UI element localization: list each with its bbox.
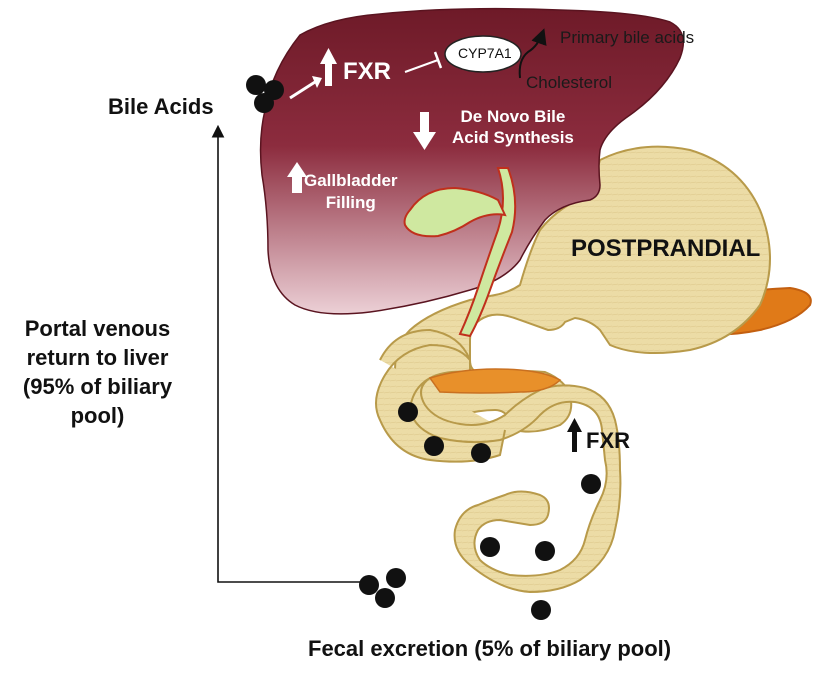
cholesterol-label: Cholesterol — [526, 73, 612, 92]
fxr-liver-label: FXR — [343, 58, 391, 85]
intestinal-particles — [398, 402, 601, 620]
portal-line-2: return to liver — [26, 345, 169, 370]
fxr-intestine-up-arrow-icon — [567, 418, 582, 452]
cholesterol-conversion-arrow — [518, 28, 547, 79]
gallbladder-up-arrow-icon — [287, 162, 307, 193]
particle — [535, 541, 555, 561]
stomach-shape — [393, 145, 771, 433]
portal-return-line — [211, 124, 360, 583]
de-novo-line-1: De Novo Bile — [460, 107, 566, 126]
de-novo-line-2: Acid Synthesis — [452, 128, 574, 147]
gallbladder-shape — [403, 186, 507, 238]
gallbladder-line-2: Filling — [325, 193, 376, 212]
bile-to-fxr-arrow — [289, 80, 316, 100]
particle — [581, 474, 601, 494]
fxr-inhibits-cyp7a1 — [404, 59, 439, 73]
portal-venous-label: Portal venous return to liver (95% of bi… — [0, 314, 195, 430]
bile-duct — [458, 167, 517, 338]
bile-acid-cluster-liver — [246, 75, 284, 113]
particle — [471, 443, 491, 463]
de-novo-down-arrow-icon — [413, 112, 436, 150]
portal-line-1: Portal venous — [24, 316, 171, 341]
duodenum-patch — [428, 368, 562, 394]
gallbladder-line-1: Gallbladder — [304, 171, 398, 190]
cyp7a1-label: CYP7A1 — [458, 45, 512, 61]
bile-acid-cluster-fecal — [359, 568, 406, 608]
primary-bile-acids-label: Primary bile acids — [560, 28, 695, 47]
particle — [480, 537, 500, 557]
intestine-shape — [375, 328, 622, 594]
portal-line-4: pool) — [70, 403, 125, 428]
postprandial-label: POSTPRANDIAL — [571, 235, 761, 262]
fxr-intestine-label: FXR — [586, 428, 630, 453]
fecal-excretion-label: Fecal excretion (5% of biliary pool) — [308, 636, 672, 661]
particle — [398, 402, 418, 422]
cyp7a1-node — [444, 35, 522, 73]
particle — [531, 600, 551, 620]
portal-line-3: (95% of biliary — [22, 374, 173, 399]
fxr-up-arrow-icon — [320, 48, 337, 86]
de-novo-label: De Novo Bile Acid Synthesis — [452, 106, 574, 148]
liver-shape — [259, 7, 685, 315]
particle — [424, 436, 444, 456]
gallbladder-filling-label: Gallbladder Filling — [304, 170, 398, 214]
bile-acids-label: Bile Acids — [108, 94, 214, 119]
